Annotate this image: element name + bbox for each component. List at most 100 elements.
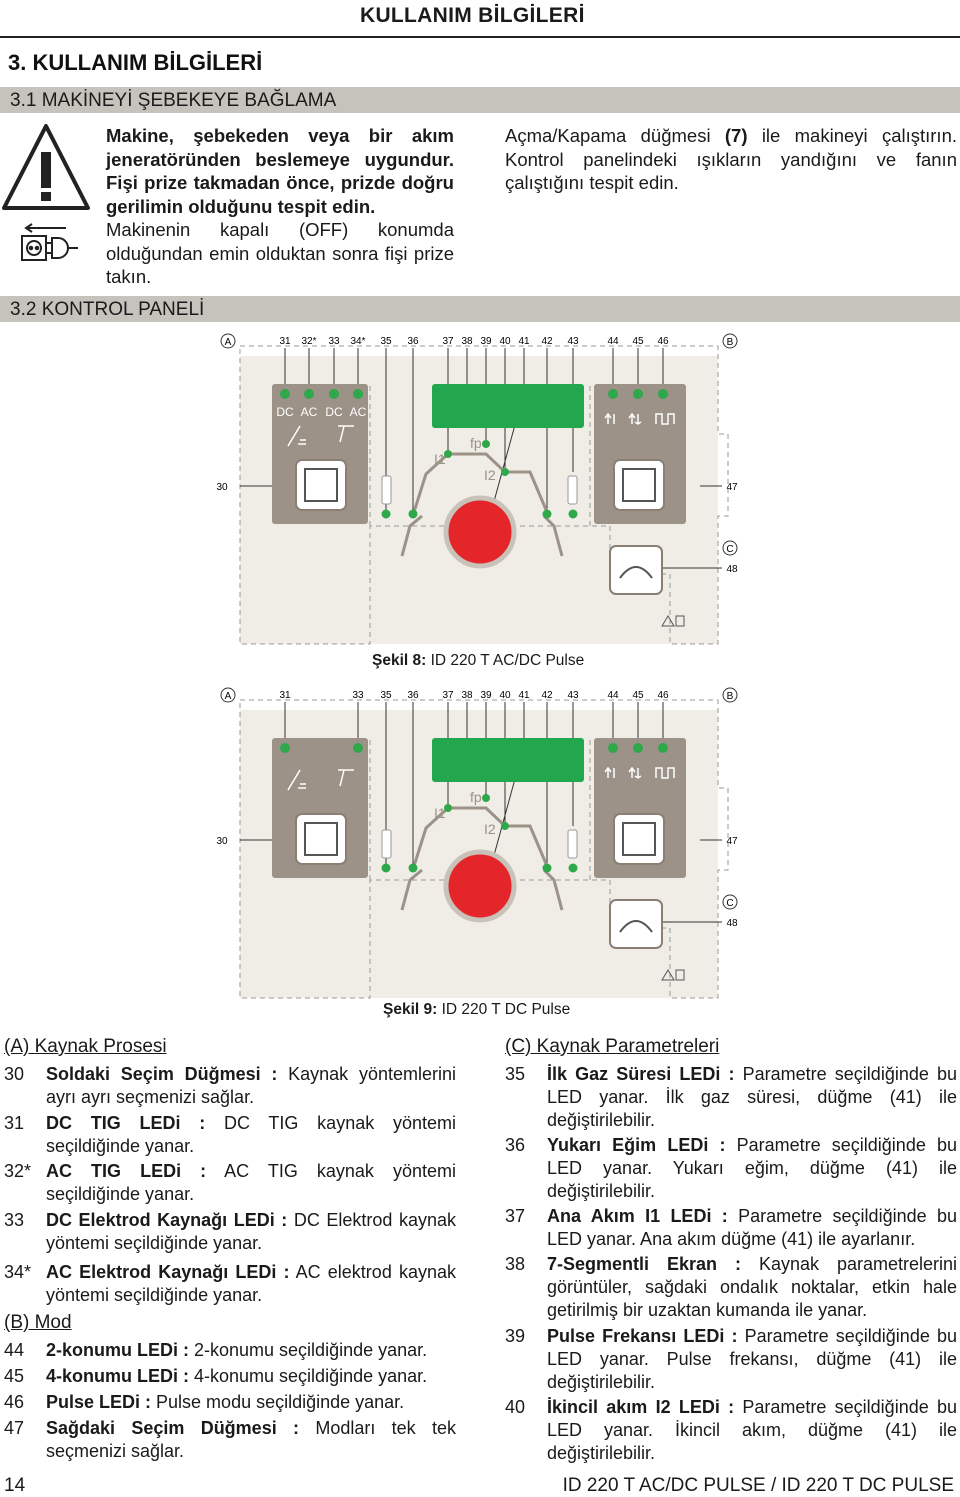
main-knob [443, 495, 517, 569]
item-number: 33 [4, 1210, 25, 1230]
mode-dc-2: DC [325, 405, 343, 419]
figure-9-caption-text: ID 220 T DC Pulse [437, 1001, 571, 1018]
item-label: Soldaki Seçim Düğmesi : [46, 1064, 278, 1084]
fp-label: fp [470, 435, 482, 451]
warning-icons [2, 124, 90, 261]
num-36: 36 [407, 690, 419, 701]
top-number-labels: 31 32* 33 34* 35 36 37 38 39 40 41 42 43… [279, 336, 669, 347]
label-c: C [726, 544, 733, 555]
left-button-icon [304, 822, 338, 856]
plug-socket-icon [21, 223, 78, 261]
item-number: 37 [505, 1206, 526, 1226]
item-number: 34* [4, 1262, 32, 1282]
num-41: 41 [518, 690, 530, 701]
num-33: 33 [328, 336, 340, 347]
item-text: DC Elektrod kaynak yöntemi seçildiğinde … [46, 1210, 456, 1253]
item-label: Yukarı Eğim LEDi : [547, 1135, 726, 1155]
power-on-ref: (7) [724, 125, 748, 146]
item-label: DC TIG LEDi : [46, 1113, 206, 1133]
num-38: 38 [461, 690, 473, 701]
item-number: 47 [4, 1418, 25, 1438]
num-37: 37 [442, 690, 454, 701]
item-label: 2-konumu LEDi : [46, 1340, 189, 1360]
gas-post-bar [567, 829, 578, 859]
num-44: 44 [607, 336, 619, 347]
item-label: Ana Akım I1 LEDi : [547, 1206, 728, 1226]
panel-outline [239, 345, 729, 645]
mode-icons [604, 766, 675, 779]
page-header-title: KULLANIM BİLGİLERİ [360, 4, 585, 27]
label-a-circle [220, 333, 236, 349]
electrode-icon [338, 769, 354, 787]
mode-ac-1: AC [301, 405, 318, 419]
item-label: Pulse LEDi : [46, 1392, 152, 1412]
num-42: 42 [541, 690, 553, 701]
figure-8-control-panel: A B C 31 32* 33 34* 35 36 37 38 39 40 41… [216, 333, 738, 645]
torch-icon [287, 769, 306, 791]
item-number: 30 [4, 1064, 25, 1084]
label-c: C [726, 898, 733, 909]
item-number: 31 [4, 1113, 25, 1133]
item-number: 35 [505, 1064, 526, 1084]
section-3-2-bar: 3.2 KONTROL PANELİ [0, 296, 960, 322]
right-select-button [613, 813, 665, 865]
num-48: 48 [726, 918, 738, 929]
item-number: 39 [505, 1326, 526, 1346]
num-30: 30 [216, 482, 228, 493]
section-3-1-bar: 3.1 MAKİNEYİ ŞEBEKEYE BAĞLAMA [0, 87, 960, 113]
page-number: 14 [4, 1475, 26, 1496]
item-label: AC TIG LEDi : [46, 1161, 207, 1181]
power-on-text-pre: Açma/Kapama düğmesi [505, 125, 725, 146]
remote-icon [619, 920, 653, 933]
right-select-button [613, 459, 665, 511]
i1-label: I1 [434, 805, 446, 821]
num-39: 39 [480, 336, 492, 347]
item-label: Sağdaki Seçim Düğmesi : [46, 1418, 300, 1438]
mode-leds [608, 743, 668, 753]
num-33: 33 [352, 690, 364, 701]
warning-text-bold: Makine, şebekeden veya bir akım jeneratö… [106, 125, 454, 217]
mode-ac-2: AC [350, 405, 367, 419]
num-35: 35 [380, 336, 392, 347]
fp-led [482, 794, 490, 802]
mode-dc-1: DC [276, 405, 294, 419]
figure-9-control-panel: A B C 31 33 35 36 37 38 39 40 41 42 43 4… [216, 687, 738, 999]
label-b: B [727, 337, 734, 348]
num-44: 44 [607, 690, 619, 701]
right-button-icon [622, 822, 656, 856]
i1-label: I1 [434, 451, 446, 467]
item-label: 7-Segmentli Ekran : [547, 1254, 741, 1274]
remote-button [609, 899, 663, 949]
num-46: 46 [657, 336, 669, 347]
item-number: 36 [505, 1135, 526, 1155]
num-32: 32* [301, 336, 316, 347]
right-button-icon [622, 468, 656, 502]
item-label: Pulse Frekansı LEDi : [547, 1326, 738, 1346]
gas-pre-bar [381, 475, 392, 505]
item-text: AC TIG kaynak yöntemi seçildiğinde yanar… [46, 1161, 456, 1204]
num-37: 37 [442, 336, 454, 347]
remote-icon [619, 566, 653, 579]
item-text: Modları tek tek seçmenizi sağlar. [46, 1418, 456, 1461]
i2-label: I2 [484, 467, 496, 483]
gas-post-bar [567, 475, 578, 505]
item-label: DC Elektrod Kaynağı LEDi : [46, 1210, 288, 1230]
num-36: 36 [407, 336, 419, 347]
process-leds [280, 743, 363, 753]
num-45: 45 [632, 690, 644, 701]
item-text: Kaynak parametrelerini görüntüler, sağda… [547, 1254, 958, 1320]
seven-segment-display [432, 384, 584, 428]
item-number: 38 [505, 1254, 526, 1274]
num-38: 38 [461, 336, 473, 347]
welding-curve [412, 806, 549, 867]
heading-kaynak-parametreleri: (C) Kaynak Parametreleri [505, 1036, 720, 1057]
item-text: Parametre seçildiğinde bu LED yanar. İlk… [547, 1064, 957, 1130]
left-select-button [295, 813, 347, 865]
label-c-circle [722, 540, 738, 556]
figure-8-caption-label: Şekil 8: [372, 652, 427, 669]
mode-leds [608, 389, 668, 399]
footer-model: ID 220 T AC/DC PULSE / ID 220 T DC PULSE [562, 1475, 954, 1496]
num-43: 43 [567, 690, 579, 701]
